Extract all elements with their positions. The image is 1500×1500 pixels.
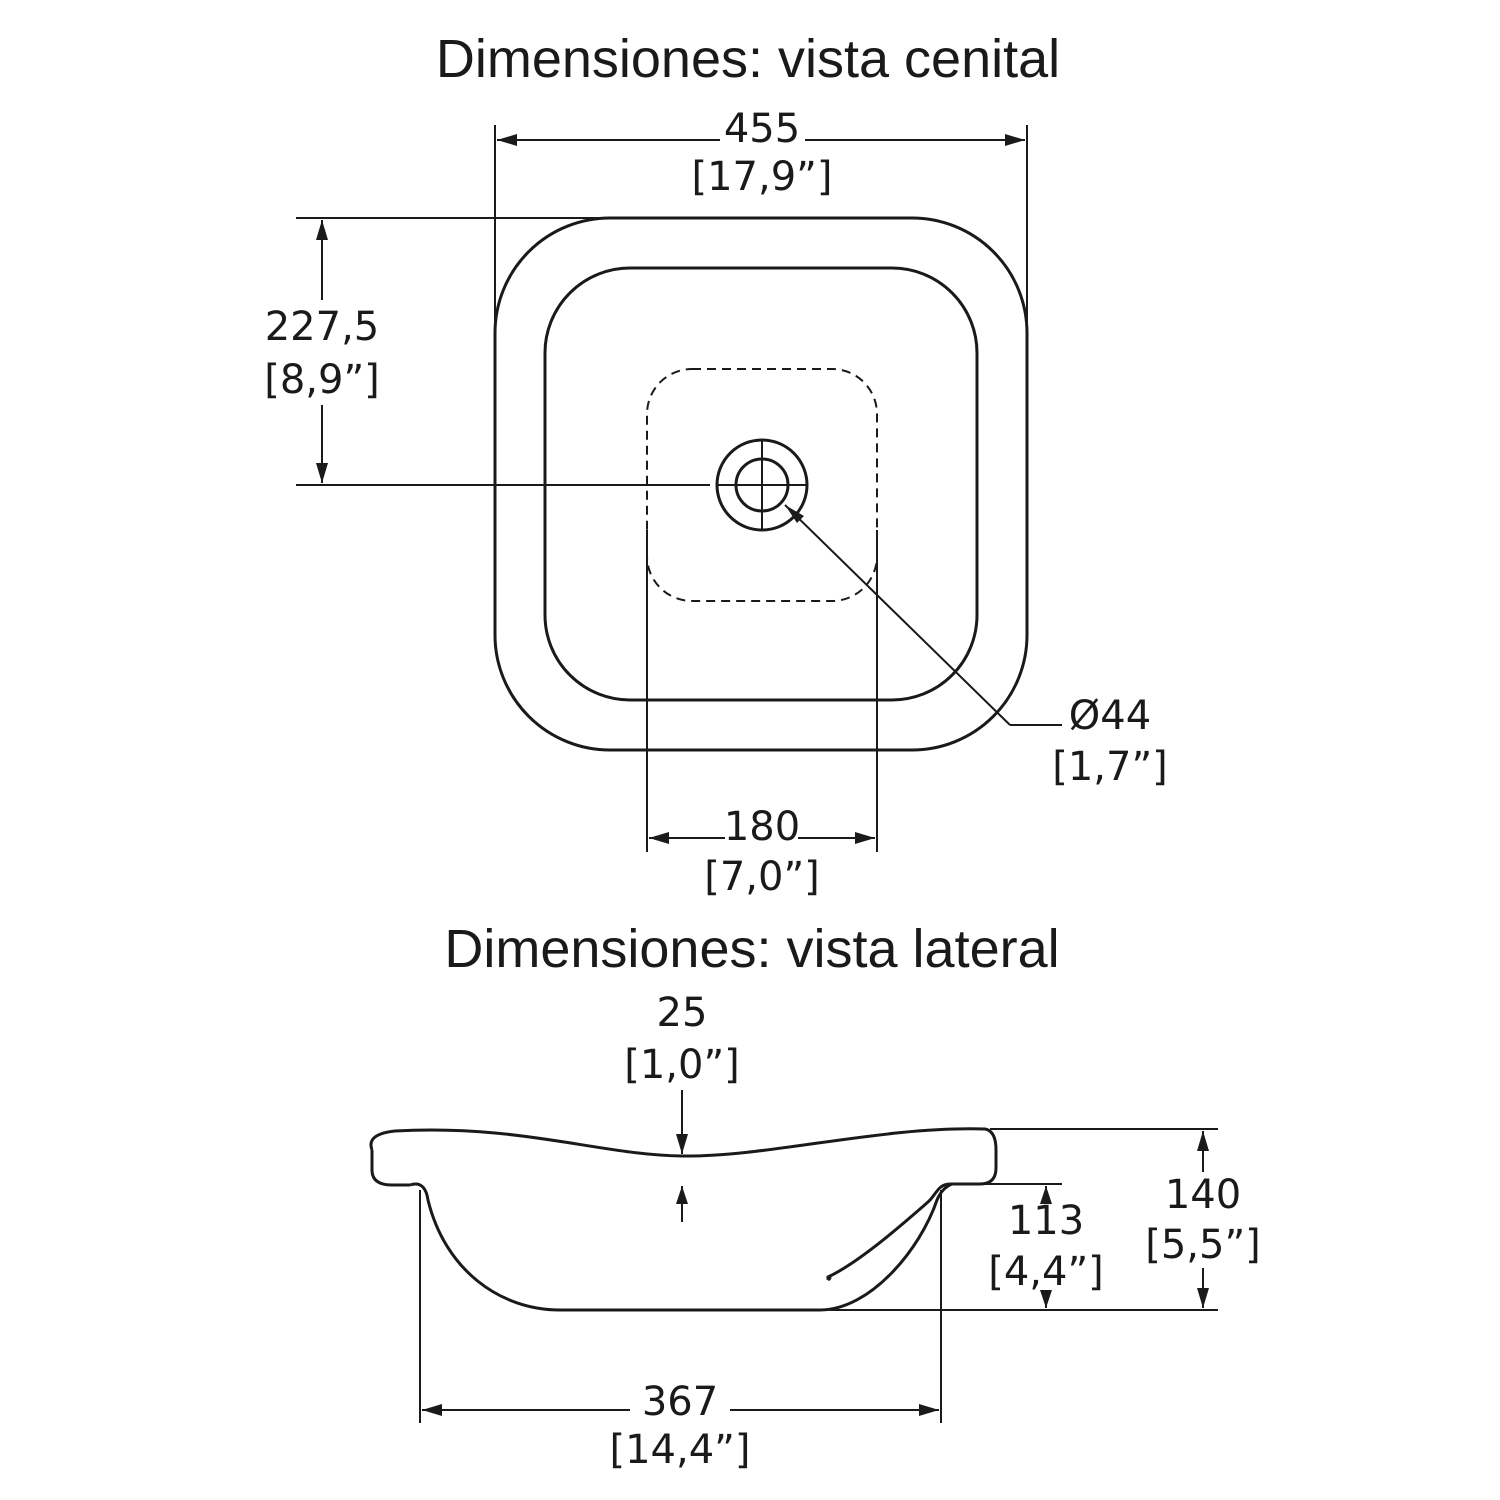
drain-symbol <box>715 438 809 532</box>
total-height-in-label: [5,5”] <box>1145 1222 1261 1268</box>
top-view-title: Dimensiones: vista cenital <box>436 29 1060 89</box>
width-dimension <box>494 125 1028 330</box>
drain-diameter-in-label: [1,7”] <box>1052 744 1168 790</box>
bowl-depth-mm-label: 113 <box>1008 1198 1084 1244</box>
side-view-title: Dimensiones: vista lateral <box>444 919 1059 979</box>
bowl-width-in-label: [7,0”] <box>704 854 820 900</box>
drain-offset-in-label: [8,9”] <box>264 357 380 403</box>
top-view: 455 [17,9”] 227,5 [8,9”] Ø44 [1,7”] <box>264 106 1168 900</box>
drain-offset-dimension <box>296 217 710 486</box>
bowl-profile <box>409 1182 953 1312</box>
drain-diameter-leader <box>784 504 1062 726</box>
bowl-width-dimension <box>646 530 878 852</box>
side-view: 25 [1,0”] 140 [5,5”] 113 [4,4”] <box>369 990 1261 1473</box>
rim-lower-left <box>370 1150 410 1187</box>
bowl-depth-in-label: [4,4”] <box>988 1249 1104 1295</box>
width-in-label: [17,9”] <box>692 154 833 200</box>
rim-profile <box>369 1127 998 1282</box>
bowl-length-dimension <box>419 1190 942 1423</box>
bowl-length-mm-label: 367 <box>642 1379 718 1425</box>
rim-thickness-in-label: [1,0”] <box>624 1042 740 1088</box>
drain-diameter-mm-label: Ø44 <box>1069 693 1151 739</box>
rim-thickness-mm-label: 25 <box>657 990 708 1036</box>
drain-offset-mm-label: 227,5 <box>265 304 380 350</box>
total-height-mm-label: 140 <box>1165 1172 1241 1218</box>
width-mm-label: 455 <box>724 106 800 152</box>
bowl-width-mm-label: 180 <box>724 804 800 850</box>
rim-thickness-dimension <box>676 1090 688 1222</box>
total-height-dimension <box>830 1128 1218 1311</box>
bowl-depth-dimension <box>952 1183 1062 1308</box>
bowl-length-in-label: [14,4”] <box>610 1427 751 1473</box>
